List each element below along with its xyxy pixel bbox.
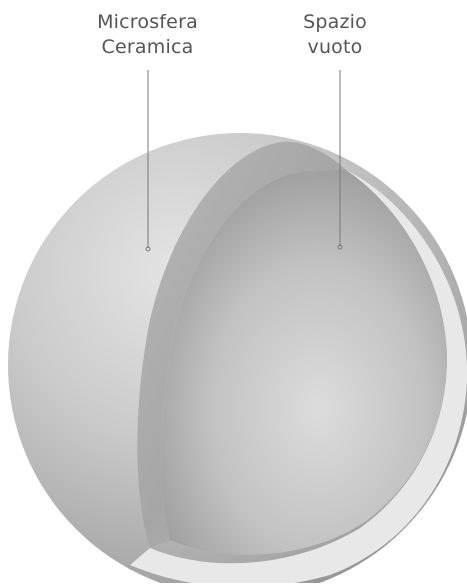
void-label-line1: Spazio bbox=[285, 10, 385, 35]
void-label-line2: vuoto bbox=[285, 35, 385, 60]
ceramic-microsphere-label: Microsfera Ceramica bbox=[80, 10, 215, 60]
ceramic-label-line1: Microsfera bbox=[80, 10, 215, 35]
empty-space-label: Spazio vuoto bbox=[285, 10, 385, 60]
ceramic-label-line2: Ceramica bbox=[80, 35, 215, 60]
